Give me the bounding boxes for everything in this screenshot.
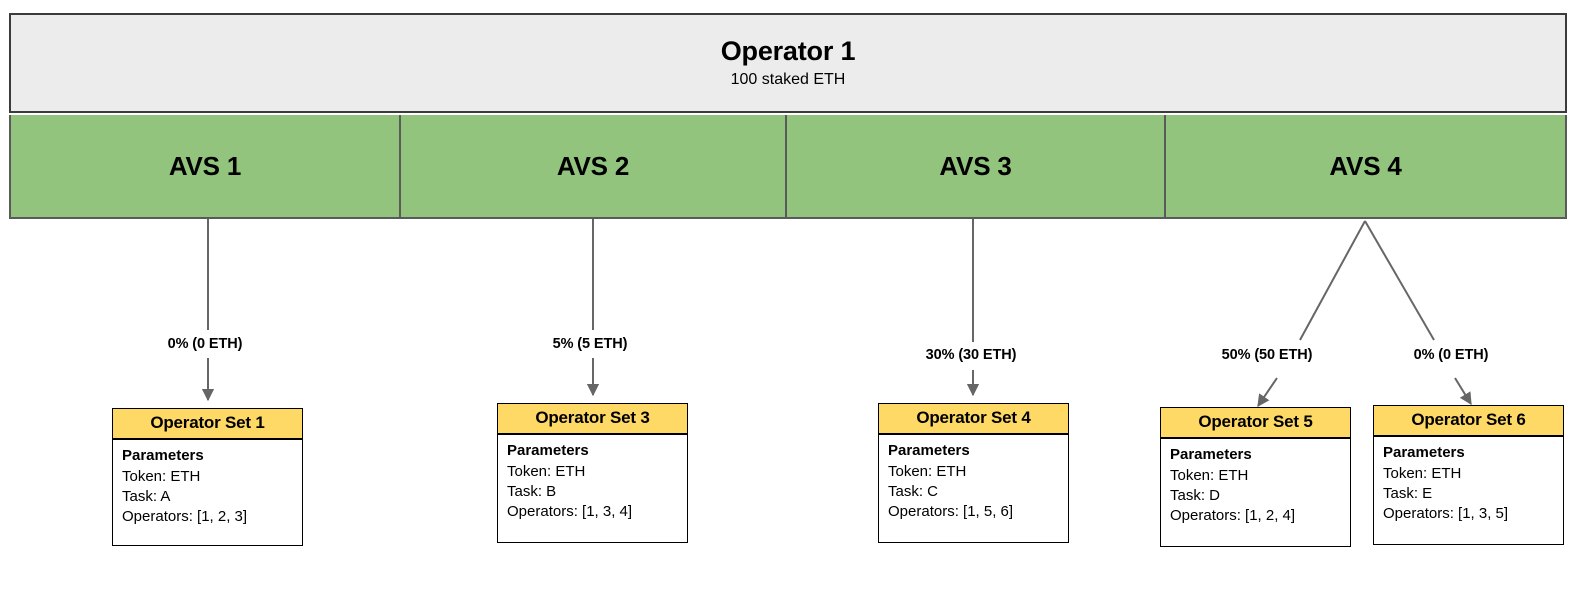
token-row-5: Token: ETH (1170, 466, 1249, 484)
task-row-5: Task: D (1170, 486, 1221, 504)
operator-set-body-3: Parameters Token: ETH Task: B Operators:… (498, 435, 687, 529)
operators-row-1: Operators: [1, 2, 3] (122, 507, 248, 525)
operator-set-card-5[interactable]: Operator Set 5 Parameters Token: ETH Tas… (1160, 407, 1351, 547)
task-row-3: Task: B (507, 482, 557, 500)
operator-set-title-5: Operator Set 5 (1161, 408, 1350, 439)
token-row-6: Token: ETH (1383, 464, 1462, 482)
avs-label-2: AVS 2 (556, 150, 630, 181)
avs-row: AVS 1 AVS 2 AVS 3 AVS 4 (9, 115, 1567, 219)
operator-set-title-6: Operator Set 6 (1374, 406, 1563, 437)
avs-node-1[interactable]: AVS 1 (11, 115, 401, 217)
operator-set-body-6: Parameters Token: ETH Task: E Operators:… (1374, 437, 1563, 531)
task-row-4: Task: C (888, 482, 939, 500)
edge-label-avs4-opset5: 50% (50 ETH) (1221, 347, 1313, 363)
operator-set-card-1[interactable]: Operator Set 1 Parameters Token: ETH Tas… (112, 408, 303, 546)
token-row-3: Token: ETH (507, 462, 586, 480)
operators-row-6: Operators: [1, 3, 5] (1383, 504, 1509, 522)
operator-title: Operator 1 (720, 35, 856, 66)
edge-label-avs3-opset4: 30% (30 ETH) (925, 347, 1017, 363)
avs-node-4[interactable]: AVS 4 (1166, 115, 1565, 217)
parameters-label-6: Parameters (1383, 444, 1465, 461)
task-row-6: Task: E (1383, 484, 1433, 502)
operator-set-body-4: Parameters Token: ETH Task: C Operators:… (879, 435, 1068, 529)
operator-set-card-4[interactable]: Operator Set 4 Parameters Token: ETH Tas… (878, 403, 1069, 543)
operator-set-body-5: Parameters Token: ETH Task: D Operators:… (1161, 439, 1350, 533)
parameters-label-3: Parameters (507, 442, 589, 459)
edge-label-avs2-opset3: 5% (5 ETH) (552, 336, 628, 352)
edge-avs4-to-opset5 (1257, 220, 1366, 408)
avs-node-3[interactable]: AVS 3 (787, 115, 1167, 217)
avs-node-2[interactable]: AVS 2 (401, 115, 787, 217)
task-row-1: Task: A (122, 487, 171, 505)
operator-stake: 100 staked ETH (730, 70, 846, 88)
avs-label-4: AVS 4 (1329, 150, 1402, 181)
operator-set-title-4: Operator Set 4 (879, 404, 1068, 435)
edge-label-avs1-opset1: 0% (0 ETH) (167, 336, 243, 352)
avs-label-3: AVS 3 (939, 150, 1012, 181)
operator-set-title-1: Operator Set 1 (113, 409, 302, 440)
avs-label-1: AVS 1 (168, 150, 242, 181)
token-row-1: Token: ETH (122, 467, 201, 485)
parameters-label-5: Parameters (1170, 446, 1252, 463)
operators-row-3: Operators: [1, 3, 4] (507, 502, 633, 520)
operator-set-title-3: Operator Set 3 (498, 404, 687, 435)
edge-avs4-to-opset6 (1364, 220, 1472, 406)
operator-set-card-6[interactable]: Operator Set 6 Parameters Token: ETH Tas… (1373, 405, 1564, 545)
operator-set-body-1: Parameters Token: ETH Task: A Operators:… (113, 440, 302, 534)
operator-node[interactable]: Operator 1 100 staked ETH (9, 13, 1567, 113)
edge-label-avs4-opset6: 0% (0 ETH) (1413, 347, 1489, 363)
parameters-label-1: Parameters (122, 447, 204, 464)
operators-row-5: Operators: [1, 2, 4] (1170, 506, 1296, 524)
operators-row-4: Operators: [1, 5, 6] (888, 502, 1014, 520)
token-row-4: Token: ETH (888, 462, 967, 480)
operator-set-card-3[interactable]: Operator Set 3 Parameters Token: ETH Tas… (497, 403, 688, 543)
parameters-label-4: Parameters (888, 442, 970, 459)
